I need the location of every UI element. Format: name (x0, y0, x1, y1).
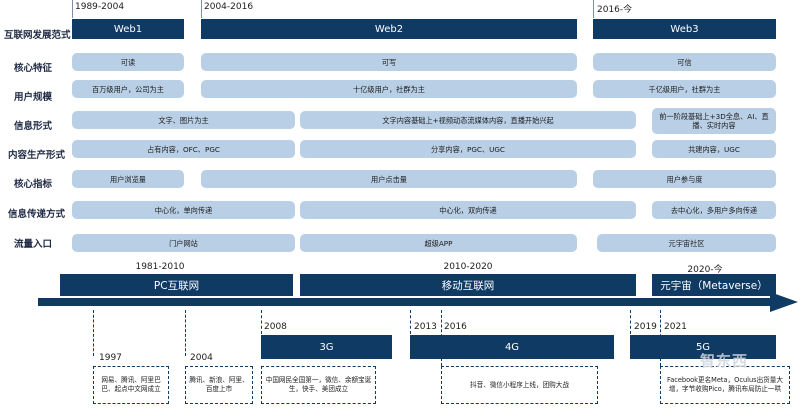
row-label-users: 用户规模 (14, 92, 53, 103)
gen-year-3g: 2008 (264, 322, 287, 332)
cell-metric-web1: 用户浏览量 (72, 170, 184, 188)
milestone-year-2004: 2004 (190, 353, 213, 363)
milestone-box-2021: Facebook更名Meta，Oculus出货量大增，字节收购Pico，腾讯布局… (660, 366, 790, 404)
era-bar-web1: Web1 (72, 19, 184, 39)
cell-core-web1: 可读 (72, 53, 184, 71)
cell-entry-web2: 超级APP (300, 234, 577, 252)
watermark: 智东西 (700, 352, 749, 370)
gen-bar-3g: 3G (261, 335, 392, 359)
era-bar-web2: Web2 (201, 19, 577, 39)
milestone-box-2008: 中国网民全国第一，微信、余额宝诞生，快手、美团成立 (261, 366, 376, 404)
dash-line-2013 (410, 310, 411, 334)
cell-info-form-web2: 文字内容基础上+视频动态流媒体内容，直播开始兴起 (300, 111, 636, 129)
period-band-mobile: 移动互联网 (300, 274, 636, 296)
cell-entry-web3: 元宇宙社区 (597, 234, 776, 252)
era-marker-web3 (593, 0, 594, 18)
cell-production-web2: 分享内容，PGC、UGC (300, 140, 636, 158)
cell-entry-web1: 门户网站 (72, 234, 295, 252)
era-period-web2: 2004-2016 (204, 2, 254, 12)
cell-core-web2: 可写 (201, 53, 577, 71)
milestone-year-2021: 2021 (664, 322, 687, 332)
cell-transfer-web1: 中心化，单向传递 (72, 201, 295, 219)
period-band-pc: PC互联网 (60, 274, 293, 296)
cell-info-form-web1: 文字、图片为主 (72, 111, 295, 129)
era-period-web1: 1989-2004 (75, 2, 125, 12)
row-label-core: 核心特征 (14, 63, 53, 74)
cell-production-web1: 占有内容，OFC、PGC (72, 140, 295, 158)
row-label-production: 内容生产形式 (8, 150, 66, 161)
era-marker-web1 (72, 0, 73, 18)
milestone-box-2016: 抖音、微信小程序上线，团购大战 (441, 366, 598, 404)
cell-transfer-web3: 去中心化，多用户多向传递 (652, 201, 776, 219)
cell-info-form-web3: 前一阶段基础上+3D全息、AI、直播、实时内容 (652, 108, 776, 134)
milestone-year-2016: 2016 (444, 322, 467, 332)
cell-production-web3: 共建内容，UGC (652, 140, 776, 158)
dash-line-2019 (630, 310, 631, 334)
milestone-box-1997: 网易、腾讯、阿里巴巴、起点中文网成立 (93, 366, 169, 404)
period-years-mobile: 2010-2020 (443, 262, 493, 272)
gen-year-5g: 2019 (634, 322, 657, 332)
milestone-box-2004: 腾讯、新浪、阿里、百度上市 (185, 366, 253, 404)
cell-users-web1: 百万级用户，公司为主 (72, 80, 184, 98)
cell-metric-web3: 用户参与度 (593, 170, 776, 188)
row-label-paradigm: 互联网发展范式 (4, 30, 71, 41)
row-label-entry: 流量入口 (14, 239, 53, 250)
row-label-info-form: 信息形式 (14, 121, 53, 132)
cell-users-web2: 十亿级用户，社群为主 (201, 80, 577, 98)
gen-year-4g: 2013 (414, 322, 437, 332)
cell-transfer-web2: 中心化，双向传递 (300, 201, 636, 219)
gen-bar-4g: 4G (410, 335, 614, 359)
period-years-metaverse: 2020-今 (687, 265, 723, 275)
dash-line-1997 (93, 310, 94, 356)
dash-line-2004 (185, 310, 186, 356)
cell-users-web3: 千亿级用户，社群为主 (593, 80, 776, 98)
period-band-metaverse: 元宇宙（Metaverse） (652, 274, 776, 296)
gen-bar-5g: 5G (630, 335, 776, 359)
row-label-metric: 核心指标 (14, 179, 53, 190)
cell-metric-web2: 用户点击量 (201, 170, 577, 188)
era-period-web3: 2016-今 (597, 5, 633, 15)
row-label-transfer: 信息传递方式 (8, 209, 66, 220)
era-marker-web2 (201, 0, 202, 18)
dash-line-2008 (261, 310, 262, 334)
era-bar-web3: Web3 (593, 19, 776, 39)
period-years-pc: 1981-2010 (135, 262, 185, 272)
timeline-arrow (38, 292, 798, 312)
cell-core-web3: 可信 (593, 53, 776, 71)
milestone-year-1997: 1997 (99, 353, 122, 363)
